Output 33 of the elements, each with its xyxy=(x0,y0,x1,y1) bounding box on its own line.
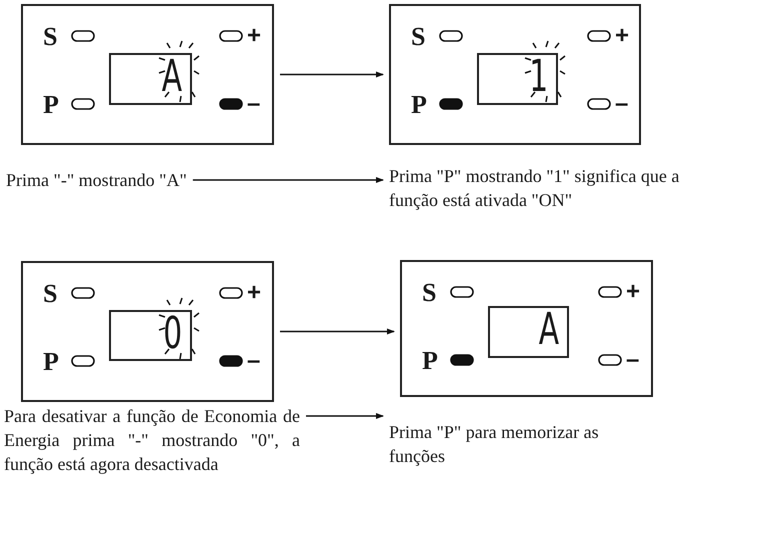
button-label: + xyxy=(615,24,630,48)
arrow xyxy=(192,177,384,183)
button-label: S xyxy=(43,281,58,307)
button-label: – xyxy=(626,348,640,372)
button-label: – xyxy=(247,349,260,373)
button-label: – xyxy=(615,92,628,116)
caption-text: Prima "-" mostrando "A" xyxy=(6,168,187,192)
button-label: S xyxy=(422,280,436,306)
arrow xyxy=(306,413,384,419)
display-screen xyxy=(488,306,569,358)
caption-text: Para desativar a função de Economia de Energia prima "-" mostrando "0", a função está agora desactivada xyxy=(4,404,300,476)
control-panel xyxy=(400,260,653,397)
arrow xyxy=(280,328,395,334)
button-label: S xyxy=(43,24,58,50)
button-label: + xyxy=(247,281,262,305)
button-label: + xyxy=(626,280,640,304)
caption-text: Prima "P" mostrando "1" significa que a função está ativada "ON" xyxy=(389,164,689,212)
control-panel xyxy=(21,261,274,402)
button-label: P xyxy=(43,349,59,375)
button-label: P xyxy=(422,348,438,374)
button-label: P xyxy=(43,92,59,118)
arrow xyxy=(280,72,384,78)
display-character: 1 xyxy=(529,55,548,99)
display-character: A xyxy=(162,55,182,99)
button-label: + xyxy=(247,24,262,48)
button-label: P xyxy=(411,92,427,118)
control-panel xyxy=(21,4,274,145)
button-label: S xyxy=(411,24,426,50)
display-character: 0 xyxy=(163,312,182,356)
display-character: A xyxy=(538,308,559,352)
control-panel xyxy=(389,4,641,145)
button-label: – xyxy=(247,92,260,116)
caption-text: Prima "P" para memorizar as funções xyxy=(389,420,619,468)
